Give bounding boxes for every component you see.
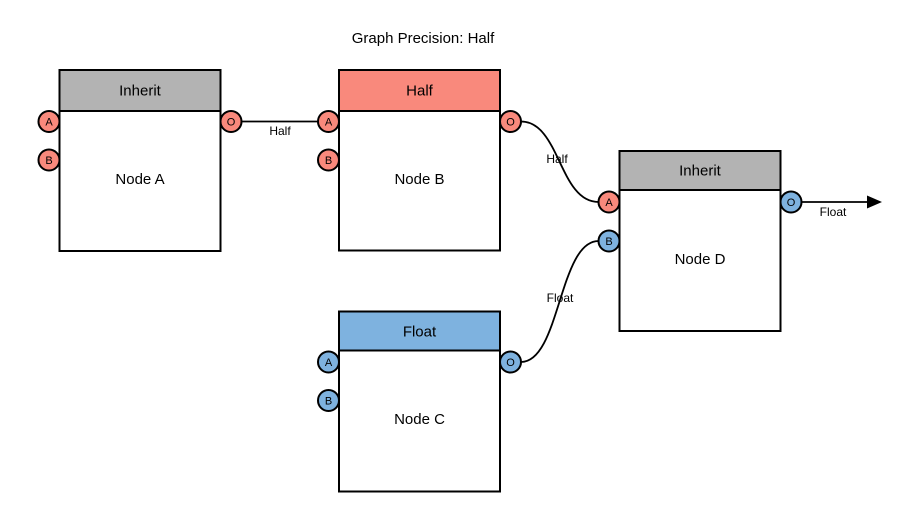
- node-label: Node D: [675, 251, 726, 268]
- port-input-a[interactable]: A: [597, 190, 621, 214]
- node-header[interactable]: [58, 69, 222, 112]
- port-input-b[interactable]: B: [317, 389, 340, 412]
- port-circle[interactable]: [499, 350, 522, 374]
- port-label: A: [605, 197, 613, 209]
- edge-b-to-d[interactable]: Half: [520, 120, 599, 203]
- node-header-label: Float: [403, 324, 437, 341]
- edge-label: Half: [546, 152, 568, 166]
- node-header[interactable]: [338, 310, 501, 352]
- edge-label: Half: [269, 124, 291, 138]
- port-label: A: [325, 117, 333, 129]
- port-output-o[interactable]: O: [219, 110, 243, 133]
- node-label: Node B: [394, 171, 444, 188]
- node-node-c[interactable]: Float Node C A B O: [317, 310, 522, 493]
- edge-line[interactable]: [520, 240, 599, 363]
- port-input-a[interactable]: A: [317, 110, 340, 133]
- edge-d-output[interactable]: Float: [801, 195, 883, 220]
- node-label: Node A: [115, 171, 164, 188]
- port-input-b[interactable]: B: [597, 229, 621, 253]
- edge-a-to-b[interactable]: Half: [241, 120, 319, 139]
- port-circle[interactable]: [779, 190, 803, 214]
- port-input-b[interactable]: B: [317, 148, 340, 172]
- port-circle[interactable]: [499, 110, 522, 133]
- port-circle[interactable]: [219, 110, 243, 133]
- node-label: Node C: [394, 411, 445, 428]
- node-header-label: Half: [406, 83, 434, 100]
- port-circle[interactable]: [597, 229, 621, 253]
- port-input-a[interactable]: A: [317, 350, 340, 374]
- node-header[interactable]: [618, 150, 782, 191]
- node-header-label: Inherit: [119, 83, 162, 100]
- port-circle[interactable]: [597, 190, 621, 214]
- port-label: O: [506, 117, 515, 129]
- node-node-a[interactable]: Inherit Node A A B O: [37, 69, 243, 252]
- node-node-d[interactable]: Inherit Node D A B O: [597, 150, 803, 332]
- port-output-o[interactable]: O: [499, 350, 522, 374]
- port-output-o[interactable]: O: [499, 110, 522, 133]
- port-circle[interactable]: [317, 110, 340, 133]
- port-label: O: [227, 117, 236, 129]
- port-label: O: [787, 197, 796, 209]
- port-output-o[interactable]: O: [779, 190, 803, 214]
- port-input-a[interactable]: A: [37, 110, 61, 133]
- port-label: B: [605, 236, 612, 248]
- port-label: B: [325, 155, 332, 167]
- port-circle[interactable]: [317, 389, 340, 412]
- node-header[interactable]: [338, 69, 501, 112]
- port-label: A: [325, 357, 333, 369]
- port-label: B: [45, 155, 52, 167]
- graph-title: Graph Precision: Half: [352, 30, 495, 47]
- node-node-b[interactable]: Half Node B A B O: [317, 69, 522, 252]
- port-label: B: [325, 396, 332, 408]
- port-input-b[interactable]: B: [37, 148, 61, 172]
- edge-label: Float: [547, 291, 574, 305]
- port-circle[interactable]: [317, 148, 340, 172]
- edge-line[interactable]: [520, 120, 599, 203]
- port-circle[interactable]: [317, 350, 340, 374]
- port-label: A: [45, 117, 53, 129]
- port-circle[interactable]: [37, 110, 61, 133]
- arrowhead-icon: [867, 195, 882, 209]
- edge-label: Float: [820, 205, 847, 219]
- node-header-label: Inherit: [679, 163, 722, 180]
- port-label: O: [506, 357, 515, 369]
- edge-c-to-d[interactable]: Float: [520, 240, 599, 363]
- port-circle[interactable]: [37, 148, 61, 172]
